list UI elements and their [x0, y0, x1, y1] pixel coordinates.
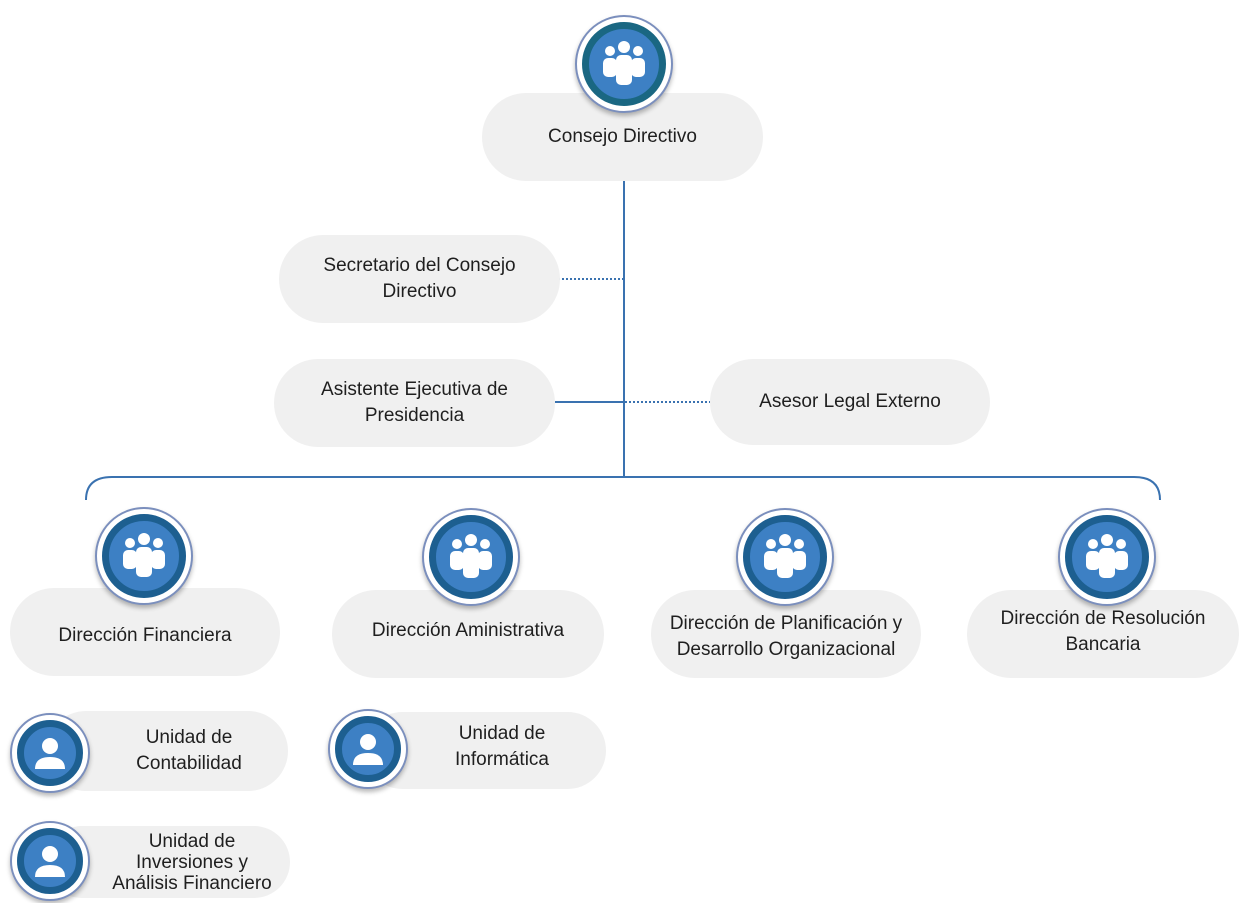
directions-bracket [85, 476, 1161, 501]
person-icon [353, 734, 383, 765]
consejo-directivo-badge [575, 15, 673, 113]
direccion-planificacion-box: Dirección de Planificación y Desarrollo … [651, 590, 921, 678]
group-badge-ring [102, 514, 186, 598]
group-badge-ring [1065, 515, 1149, 599]
direccion-planificacion-badge [736, 508, 834, 606]
people-group-icon [764, 534, 806, 578]
unidad-inversiones-badge [10, 821, 90, 901]
asesor-legal-box: Asesor Legal Externo [710, 359, 990, 445]
group-badge-ring [582, 22, 666, 106]
person-icon [35, 738, 65, 769]
unidad-inversiones-label: Unidad de Inversiones y Análisis Financi… [112, 830, 272, 894]
unidad-contabilidad-badge [10, 713, 90, 793]
group-badge-ring [429, 515, 513, 599]
direccion-administrativa-badge [422, 508, 520, 606]
unidad-informatica-badge [328, 709, 408, 789]
asesor-legal-label: Asesor Legal Externo [759, 391, 941, 412]
people-group-icon [1086, 534, 1128, 578]
direccion-administrativa-label: Dirección Aministrativa [371, 620, 565, 641]
people-group-icon [603, 41, 645, 85]
people-group-icon [450, 534, 492, 578]
unidad-contabilidad-label: Unidad de Contabilidad [136, 727, 242, 774]
asistente-box: Asistente Ejecutiva de Presidencia [274, 359, 555, 447]
consejo-directivo-label: Consejo Directivo [548, 126, 697, 147]
people-group-icon [123, 533, 165, 577]
direccion-resolucion-badge [1058, 508, 1156, 606]
direccion-financiera-label: Dirección Financiera [58, 625, 232, 646]
solid-connectors [85, 181, 1161, 501]
direccion-planificacion-label: Dirección de Planificación y Desarrollo … [669, 613, 903, 660]
person-badge-ring [335, 716, 401, 782]
person-badge-ring [17, 720, 83, 786]
direccion-resolucion-label: Dirección de Resolución Bancaria [1000, 608, 1206, 655]
direccion-financiera-badge [95, 507, 193, 605]
unidad-informatica-label: Unidad de Informática [455, 722, 549, 770]
person-badge-ring [17, 828, 83, 894]
person-icon [35, 846, 65, 877]
asistente-label: Asistente Ejecutiva de Presidencia [321, 379, 508, 426]
dotted-connectors [558, 278, 710, 403]
secretario-label: Secretario del Consejo Directivo [323, 255, 516, 302]
group-badge-ring [743, 515, 827, 599]
secretario-box: Secretario del Consejo Directivo [279, 235, 560, 323]
